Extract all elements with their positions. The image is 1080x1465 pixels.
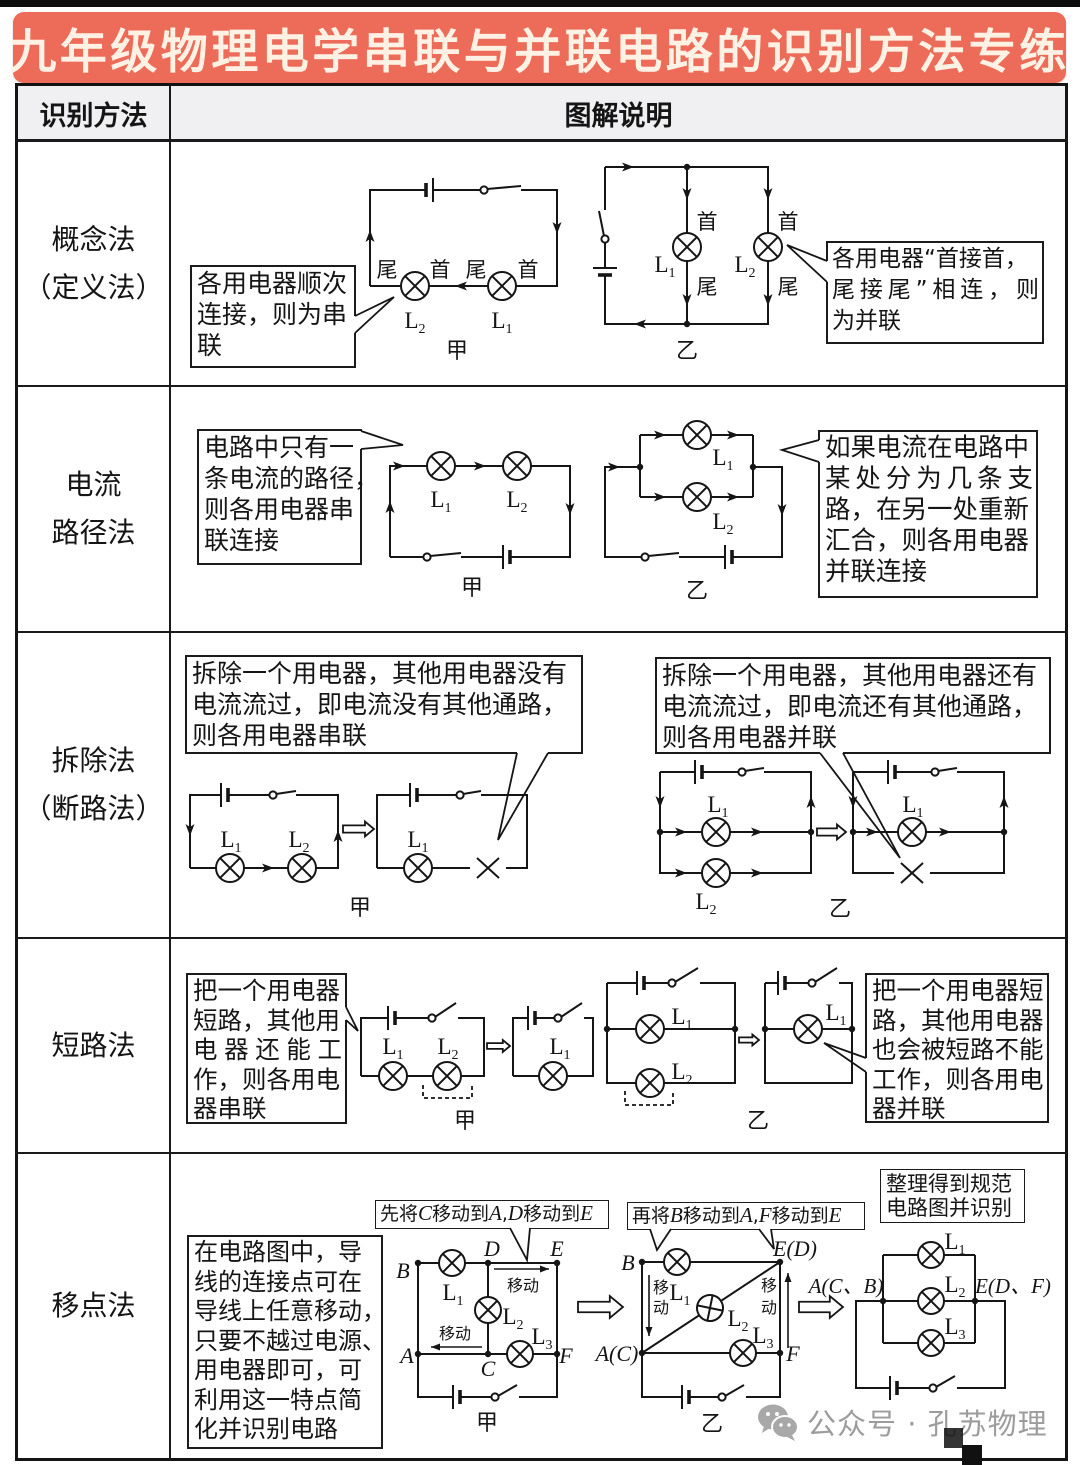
callout-line: 导线上任意移动， bbox=[194, 1297, 386, 1325]
callout-move-point: 在电路图中，导 线的连接点可在 导线上任意移动， 只要不越过电源、 用电器即可，… bbox=[187, 1235, 386, 1449]
title-banner: 九年级物理电学串联与并联电路的识别方法专练 bbox=[9, 12, 1066, 83]
callout-parallel-short-circuit: 把一个用电器短 路，其他用电器 也会被短路不能 工作，则各用电 器并联 bbox=[865, 973, 1049, 1123]
point-letter: F bbox=[758, 1203, 772, 1227]
callout-line: 把一个用电器 bbox=[193, 976, 340, 1005]
method-name: 移点法 bbox=[51, 1289, 136, 1322]
callout-line: 某处分为几条支 bbox=[825, 464, 1033, 494]
point-letter: B bbox=[670, 1203, 683, 1227]
method-alias: （断路法） bbox=[23, 792, 164, 825]
header-explanation: 图解说明 bbox=[564, 100, 673, 132]
top-dark-bar bbox=[0, 0, 1080, 7]
header-divider bbox=[15, 139, 1068, 142]
row-divider bbox=[15, 385, 1068, 387]
callout-line: 路，其他用电器 bbox=[872, 1005, 1044, 1035]
callout-line: 则各用电器并联 bbox=[662, 723, 838, 752]
callout-line: 则各用电器串 bbox=[204, 495, 355, 524]
method-name: 概念法 bbox=[51, 222, 136, 256]
point-letter: D bbox=[507, 1201, 524, 1225]
row-divider bbox=[15, 1152, 1068, 1154]
step-note-second: 再将B移动到A,F移动到E bbox=[627, 1202, 865, 1230]
method-name: 拆除法 bbox=[51, 744, 136, 777]
image-artifact bbox=[962, 1445, 982, 1465]
callout-line: 短路，其他用 bbox=[193, 1005, 340, 1035]
method-cell-removal: 拆除法 （断路法） bbox=[18, 633, 169, 937]
callout-line: 各用电器顺次 bbox=[197, 269, 348, 298]
row-divider bbox=[15, 937, 1068, 939]
callout-line: 只要不越过电源、 bbox=[194, 1326, 386, 1355]
step-note-final: 整理得到规范 电路图并识别 bbox=[880, 1169, 1025, 1223]
callout-parallel-concept: 各用电器“首接首， 尾接尾”相连，则 为并联 bbox=[826, 241, 1044, 344]
method-cell-current-path: 电流 路径法 bbox=[18, 387, 169, 631]
method-name: 路径法 bbox=[51, 516, 136, 549]
step-note-line: 电路图并识别 bbox=[886, 1196, 1012, 1220]
wechat-icon bbox=[758, 1404, 799, 1441]
callout-line: 电路中只有一 bbox=[204, 433, 355, 462]
row-divider bbox=[15, 631, 1068, 633]
callout-parallel-removal: 拆除一个用电器，其他用电器还有 电流流过，即电流还有其他通路， 则各用电器并联 bbox=[655, 657, 1051, 754]
callout-line: 利用这一特点简 bbox=[194, 1385, 362, 1414]
callout-line: 作，则各用电 bbox=[193, 1064, 340, 1094]
callout-series-short-circuit: 把一个用电器 短路，其他用 电器还能工 作，则各用电 器串联 bbox=[186, 973, 347, 1124]
point-letter: A bbox=[739, 1203, 753, 1227]
callout-line: 也会被短路不能 bbox=[872, 1035, 1044, 1064]
callout-line: 尾接尾”相连，则 bbox=[832, 277, 1039, 303]
callout-line: 连接，则为串 bbox=[197, 300, 348, 329]
callout-line: 则各用电器串联 bbox=[192, 721, 368, 750]
step-note-line: 整理得到规范 bbox=[886, 1172, 1012, 1196]
callout-line: 化并识别电路 bbox=[194, 1415, 338, 1443]
callout-line: 联 bbox=[197, 331, 223, 360]
method-name: 短路法 bbox=[51, 1028, 136, 1062]
callout-line: 条电流的路径， bbox=[204, 464, 380, 493]
method-cell-short-circuit: 短路法 bbox=[18, 939, 169, 1152]
point-letter: C bbox=[418, 1201, 433, 1225]
method-name: 电流 bbox=[65, 468, 122, 501]
method-alias: （定义法） bbox=[23, 270, 164, 304]
page-title: 九年级物理电学串联与并联电路的识别方法专练 bbox=[9, 25, 1070, 80]
method-cell-concept: 概念法 （定义法） bbox=[18, 142, 169, 385]
callout-series-current-path: 电路中只有一 条电流的路径， 则各用电器串 联连接 bbox=[197, 429, 380, 565]
point-letter: E bbox=[580, 1201, 593, 1225]
callout-line: 电器还能工 bbox=[193, 1035, 342, 1064]
callout-line: 路，在另一处重新 bbox=[825, 495, 1030, 525]
column-divider bbox=[169, 83, 171, 1461]
method-cell-move-point: 移点法 bbox=[18, 1154, 169, 1458]
callout-line: 联连接 bbox=[204, 526, 280, 555]
callout-line: 把一个用电器短 bbox=[872, 976, 1044, 1005]
callout-line: 如果电流在电路中 bbox=[825, 433, 1030, 463]
step-note-first: 先将C移动到A,D移动到E bbox=[375, 1200, 609, 1229]
callout-line: 在电路图中，导 bbox=[194, 1238, 362, 1266]
methods-table bbox=[15, 83, 1068, 1461]
image-artifact bbox=[944, 1428, 963, 1448]
callout-line: 电流流过，即电流还有其他通路， bbox=[662, 692, 1038, 721]
point-letter: E bbox=[828, 1203, 842, 1227]
callout-line: 为并联 bbox=[832, 308, 901, 334]
callout-parallel-current-path: 如果电流在电路中 某处分为几条支 路，在另一处重新 汇合，则各用电器 并联连接 bbox=[818, 430, 1038, 598]
callout-line: 各用电器“首接首， bbox=[832, 246, 1028, 272]
table-header-background bbox=[18, 86, 1065, 140]
callout-line: 拆除一个用电器，其他用电器没有 bbox=[192, 659, 568, 688]
callout-line: 并联连接 bbox=[825, 557, 928, 587]
callout-line: 器串联 bbox=[193, 1094, 267, 1123]
callout-line: 器并联 bbox=[872, 1094, 946, 1123]
callout-line: 工作，则各用电 bbox=[872, 1064, 1044, 1094]
callout-series-removal: 拆除一个用电器，其他用电器没有 电流流过，即电流没有其他通路， 则各用电器串联 bbox=[185, 655, 583, 754]
watermark: 公众号 · 孔苏物理 bbox=[757, 1401, 1048, 1443]
callout-line: 电流流过，即电流没有其他通路， bbox=[192, 690, 568, 719]
callout-line: 用电器即可，可 bbox=[194, 1356, 362, 1384]
callout-series-concept: 各用电器顺次 连接，则为串 联 bbox=[190, 265, 356, 368]
watermark-text: 公众号 · 孔苏物理 bbox=[807, 1407, 1048, 1441]
callout-line: 拆除一个用电器，其他用电器还有 bbox=[662, 661, 1038, 690]
header-method: 识别方法 bbox=[39, 100, 148, 132]
point-letter: A bbox=[489, 1201, 502, 1225]
callout-line: 汇合，则各用电器 bbox=[825, 526, 1030, 556]
callout-line: 线的连接点可在 bbox=[194, 1267, 362, 1296]
